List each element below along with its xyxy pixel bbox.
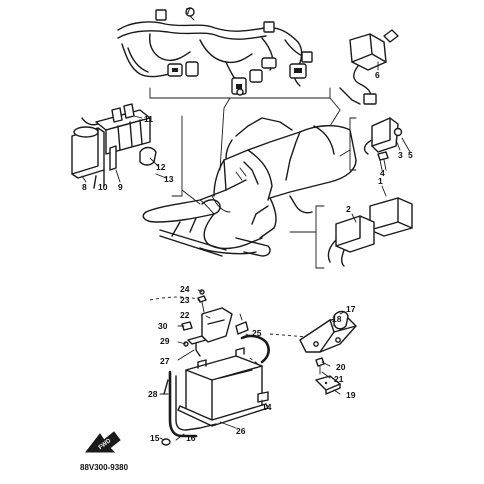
regulator-assembly [363,117,403,171]
callout-24: 24 [180,284,190,294]
callout-19: 19 [346,390,356,400]
callout-2: 2 [346,204,351,214]
callout-23: 23 [180,295,190,305]
callout-25: 25 [252,328,262,338]
callout-6: 6 [375,70,380,80]
callout-22: 22 [180,310,190,320]
callout-16: 16 [186,433,196,443]
callout-20: 20 [336,362,346,372]
callout-14: 14 [262,402,272,412]
callout-8: 8 [82,182,87,192]
callout-9: 9 [118,182,123,192]
ignition-coil-assembly [71,103,157,189]
callout-7: 7 [186,6,191,16]
callout-10: 10 [98,182,108,192]
callout-30: 30 [158,321,168,331]
callout-12: 12 [156,162,166,172]
callout-26: 26 [236,426,246,436]
callout-28: 28 [148,389,158,399]
callout-5: 5 [408,150,413,160]
part-code: 88V300-9380 [80,463,129,472]
main-switch [339,29,399,105]
front-direction-marker [84,431,121,453]
cdi-unit [327,197,413,267]
callout-18: 18 [332,314,342,324]
callout-4: 4 [380,168,385,178]
callout-21: 21 [334,374,344,384]
wire-harness [117,7,313,96]
callout-labels: 7 6 11 12 13 8 10 9 1 2 3 5 4 24 23 22 3… [82,6,413,443]
group-brackets [149,87,357,269]
callout-11: 11 [144,114,153,124]
callout-15: 15 [150,433,160,443]
starter-relay-assembly [299,310,357,395]
callout-3: 3 [398,150,403,160]
snowmobile-outline [142,117,357,257]
callout-13: 13 [164,174,174,184]
callout-17: 17 [346,304,356,314]
leader-lines [81,15,411,441]
callout-1: 1 [378,176,383,186]
battery-assembly [149,289,321,446]
callout-29: 29 [160,336,170,346]
callout-27: 27 [160,356,170,366]
